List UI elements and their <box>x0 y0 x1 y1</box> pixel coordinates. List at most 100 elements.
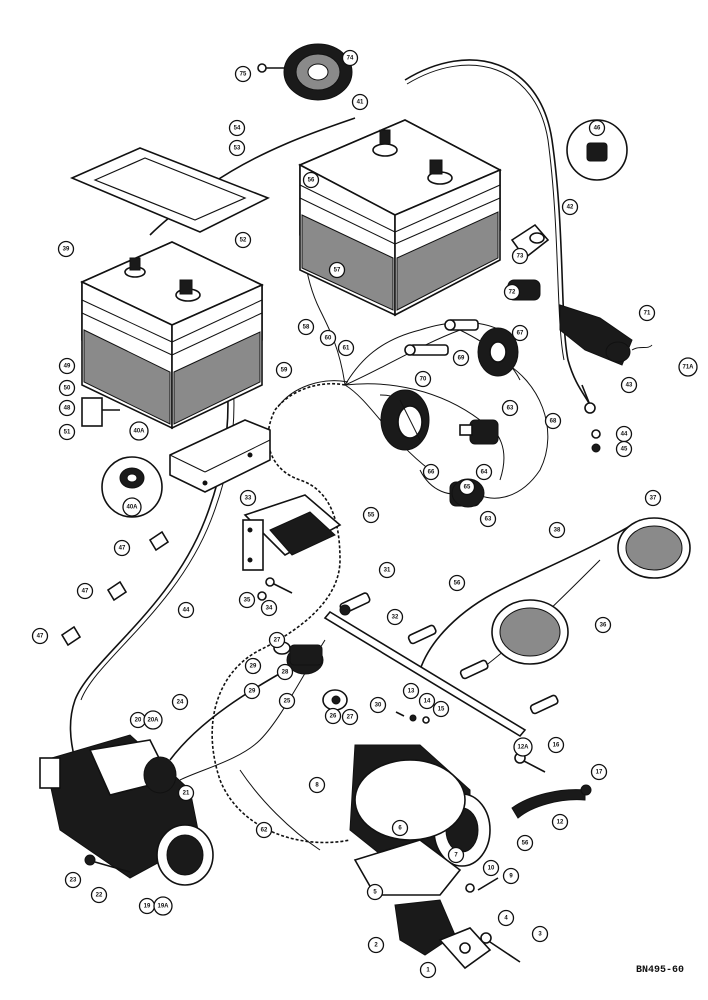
callout-text: 34 <box>266 606 273 612</box>
callout-c3: 3 <box>531 925 549 943</box>
callout-c22: 22 <box>90 886 108 904</box>
callout-circle <box>551 813 569 831</box>
callout-text: 35 <box>244 598 251 604</box>
callout-circle <box>177 784 195 802</box>
callout-circle <box>260 599 278 617</box>
cables <box>69 59 641 851</box>
callout-text: 16 <box>553 743 560 749</box>
callout-circle <box>337 339 355 357</box>
callout-text: 21 <box>183 791 190 797</box>
plug-69 <box>404 319 479 356</box>
callout-c67: 67 <box>511 324 529 342</box>
callout-c63a: 63 <box>501 399 519 417</box>
bracket-32 <box>323 610 527 738</box>
callout-c35: 35 <box>238 591 256 609</box>
callout-c20: 20 <box>129 711 147 729</box>
callout-circle <box>367 936 385 954</box>
callout-c29b: 29 <box>243 682 261 700</box>
callout-c41: 41 <box>351 93 369 111</box>
callout-circle <box>341 49 359 67</box>
callout-circle <box>511 324 529 342</box>
callout-c13: 13 <box>402 682 420 700</box>
callout-c40b: 40A <box>122 497 142 517</box>
ammeter-70 <box>380 389 430 451</box>
callout-text: 47 <box>82 589 89 595</box>
callout-text: 55 <box>368 513 375 519</box>
callout-c46: 46 <box>588 119 606 137</box>
callout-circle <box>351 93 369 111</box>
callout-c37: 37 <box>644 489 662 507</box>
callout-text: 29 <box>249 689 256 695</box>
battery-left <box>80 241 264 430</box>
callout-c66: 66 <box>422 463 440 481</box>
callout-c47a: 47 <box>113 539 131 557</box>
callout-text: 58 <box>303 325 310 331</box>
callout-text: 47 <box>119 546 126 552</box>
callout-circle <box>341 708 359 726</box>
screws-34-35 <box>257 577 293 601</box>
callout-c61: 61 <box>337 339 355 357</box>
callout-c36: 36 <box>594 616 612 634</box>
callout-c60: 60 <box>319 329 337 347</box>
callout-circle <box>422 463 440 481</box>
callout-text: 2 <box>374 943 378 949</box>
callout-text: 56 <box>454 581 461 587</box>
callout-text: 10 <box>488 866 495 872</box>
hold-down-frame-52 <box>69 147 270 233</box>
callout-circle <box>644 489 662 507</box>
callout-text: 71A <box>682 365 694 371</box>
sender-upper-right <box>407 624 559 715</box>
callout-circle <box>590 763 608 781</box>
callout-c7: 7 <box>447 846 465 864</box>
bolt-43 <box>581 384 596 414</box>
callout-text: 40A <box>126 505 138 511</box>
callout-circle <box>378 561 396 579</box>
callout-circle <box>275 361 293 379</box>
callout-circle <box>544 412 562 430</box>
callout-circle <box>324 707 342 725</box>
callout-circle <box>531 925 549 943</box>
callout-circle <box>255 821 273 839</box>
callout-text: 7 <box>454 853 458 859</box>
callout-c64: 64 <box>475 463 493 481</box>
callout-text: 63 <box>485 517 492 523</box>
callout-circle <box>113 539 131 557</box>
callout-circle <box>414 370 432 388</box>
callout-text: 52 <box>240 238 247 244</box>
bolt-22-23 <box>84 854 131 873</box>
callout-circle <box>58 399 76 417</box>
wire-bundle <box>344 329 481 471</box>
callout-text: 44 <box>621 432 628 438</box>
callout-c20a: 20A <box>143 710 163 730</box>
callout-c44b: 44 <box>177 601 195 619</box>
nut-44-45 <box>591 429 601 453</box>
callout-c23: 23 <box>64 871 82 889</box>
clamp-48 <box>81 397 120 427</box>
callout-circle <box>502 867 520 885</box>
callout-c26: 26 <box>324 707 342 725</box>
drawing-code: BN495-60 <box>636 965 684 976</box>
callout-circle <box>391 819 409 837</box>
callout-circle <box>501 399 519 417</box>
callout-text: 44 <box>183 608 190 614</box>
callout-text: 53 <box>234 146 241 152</box>
callout-c72: 72 <box>503 283 521 301</box>
callout-c19a: 19A <box>153 896 173 916</box>
callout-c51: 51 <box>58 423 76 441</box>
battery-tray-40a <box>169 419 271 493</box>
callout-text: 66 <box>428 470 435 476</box>
callout-circle <box>548 521 566 539</box>
callout-text: 75 <box>240 72 247 78</box>
callout-text: 31 <box>384 568 391 574</box>
callout-circle <box>90 886 108 904</box>
callout-text: 56 <box>308 178 315 184</box>
battery-cable-42 <box>404 59 591 406</box>
bracket-2 <box>394 899 456 956</box>
callout-circle <box>278 692 296 710</box>
callout-c70: 70 <box>414 370 432 388</box>
callout-c48: 48 <box>58 399 76 417</box>
callout-circle <box>386 608 404 626</box>
callout-circle <box>638 304 656 322</box>
callout-text: 51 <box>64 430 71 436</box>
callout-text: 25 <box>284 699 291 705</box>
